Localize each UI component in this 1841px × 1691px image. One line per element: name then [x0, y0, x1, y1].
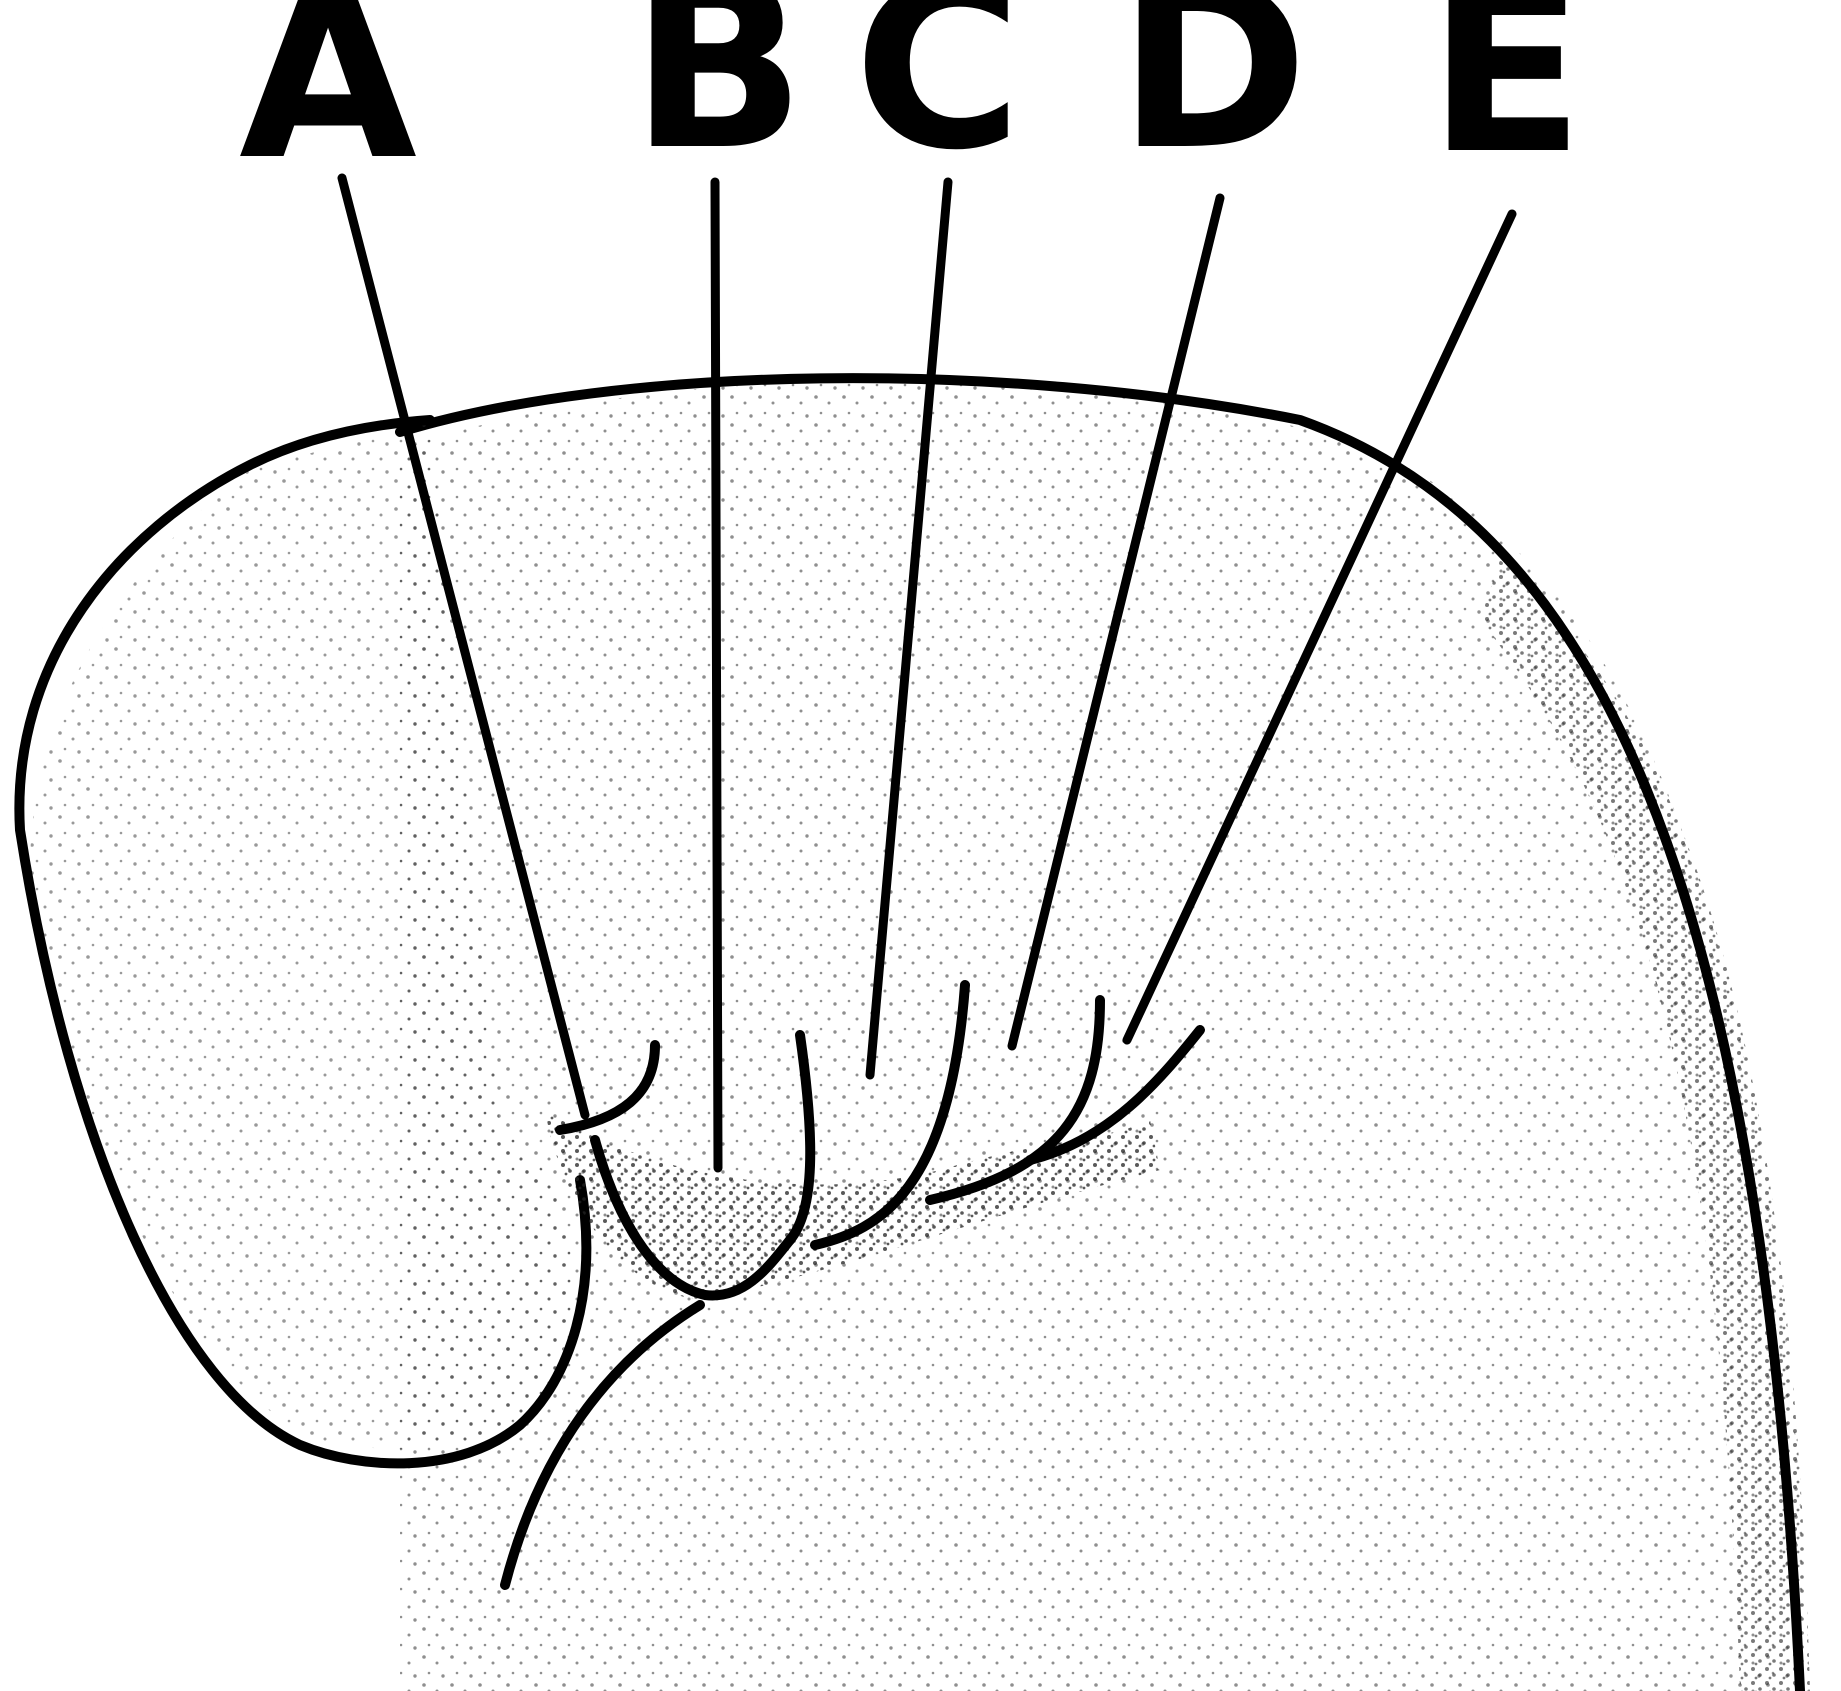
leader-line-a	[337, 173, 590, 1120]
label-a: A	[239, 0, 417, 211]
lower-body-curve	[500, 1300, 705, 1590]
leader-line-b	[710, 177, 723, 1173]
leader-line-c	[865, 177, 953, 1080]
fringe-projections	[545, 980, 1205, 1301]
label-b: B	[630, 0, 805, 201]
leader-line-d	[1007, 193, 1225, 1051]
projection-a	[555, 1040, 660, 1135]
label-e: E	[1427, 0, 1584, 205]
label-d: D	[1118, 0, 1309, 201]
large-body-shading	[400, 381, 1810, 1691]
projection-f	[1025, 1025, 1205, 1165]
leader-line-e	[1122, 209, 1517, 1045]
projection-e	[925, 995, 1105, 1205]
small-lobe-outline	[14, 415, 592, 1469]
fringe-base-shading	[545, 1110, 1160, 1300]
projection-b	[590, 1135, 795, 1301]
projection-c	[785, 1030, 816, 1245]
large-body-outline	[395, 373, 1805, 1691]
label-c: C	[854, 0, 1023, 201]
projection-d	[810, 980, 970, 1250]
small-lobe-shading	[30, 420, 572, 1450]
large-body-edge-shading	[1480, 560, 1810, 1691]
